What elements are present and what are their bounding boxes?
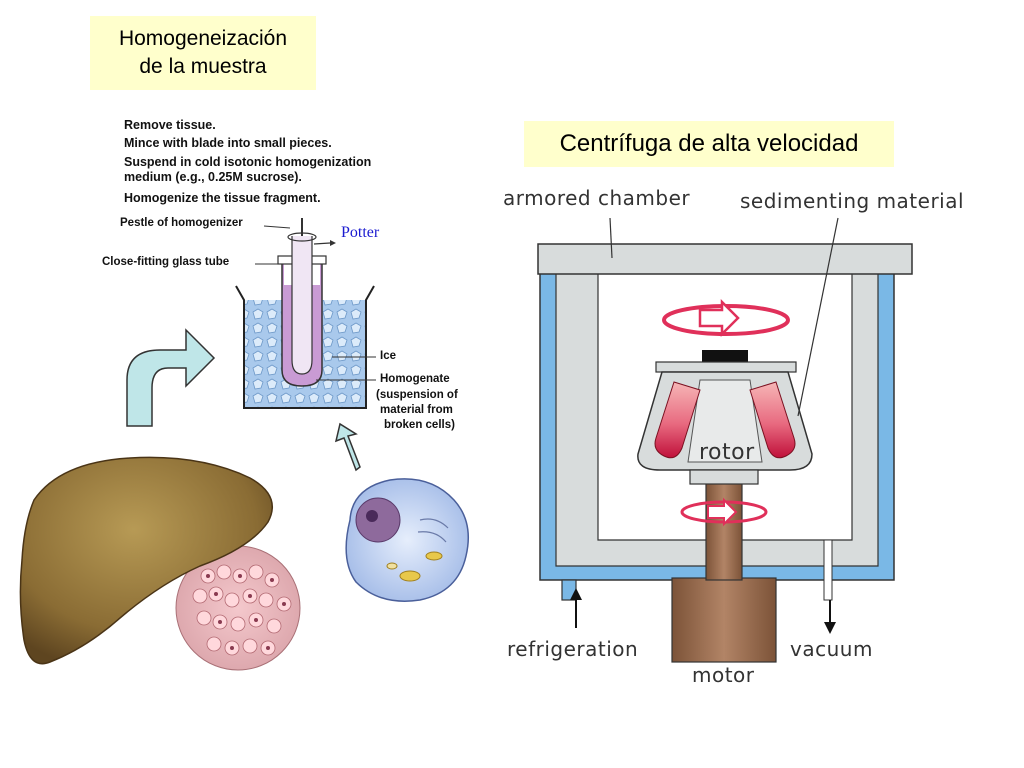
liver-tissue-closeup: [175, 545, 301, 671]
cell-illustration: [345, 478, 469, 602]
title-homogenization-line1: Homogeneización: [118, 27, 288, 50]
step-homogenize: Homogenize the tissue fragment.: [124, 191, 321, 205]
title-homogenization-line2: de la muestra: [139, 55, 267, 78]
homogenate-desc-1: (suspension of: [376, 389, 458, 401]
rotation-arrowhead-bottom-icon: [707, 497, 738, 527]
sedimenting-material-label: sedimenting material: [740, 189, 965, 213]
curved-arrow-icon: [126, 328, 216, 427]
homogenate-desc-3: broken cells): [384, 419, 455, 431]
centrifuge-motor: [671, 481, 777, 663]
pestle: [287, 218, 336, 375]
step-mince: Mince with blade into small pieces.: [124, 136, 332, 150]
vacuum-label: vacuum: [790, 637, 873, 661]
up-arrow-icon: [334, 422, 361, 472]
homogenate-label: Homogenate: [380, 373, 450, 385]
step-remove-tissue: Remove tissue.: [124, 118, 216, 132]
sample-tube-right: [749, 381, 796, 459]
glass-tube-label: Close-fitting glass tube: [102, 256, 230, 268]
armored-chamber-label: armored chamber: [503, 186, 691, 210]
rotor-label: rotor: [699, 440, 755, 465]
title-centrifuge: Centrífuga de alta velocidad: [524, 121, 894, 167]
centrifuge-rotor: [637, 350, 813, 485]
motor-label: motor: [692, 663, 755, 687]
refrigeration-label: refrigeration: [507, 637, 639, 661]
potter-label: Potter: [341, 224, 380, 241]
sample-tube-left: [654, 381, 701, 459]
title-homogenization: Homogeneización de la muestra: [90, 16, 316, 90]
step-suspend: Suspend in cold isotonic homogenization: [124, 155, 372, 169]
rotation-arrowhead-top-icon: [698, 298, 740, 338]
ice-label: Ice: [380, 350, 396, 362]
step-suspend-medium: medium (e.g., 0.25M sucrose).: [124, 170, 302, 184]
liver-organ: [19, 456, 273, 665]
homogenate-desc-2: material from: [380, 404, 453, 416]
pestle-label: Pestle of homogenizer: [120, 217, 243, 229]
